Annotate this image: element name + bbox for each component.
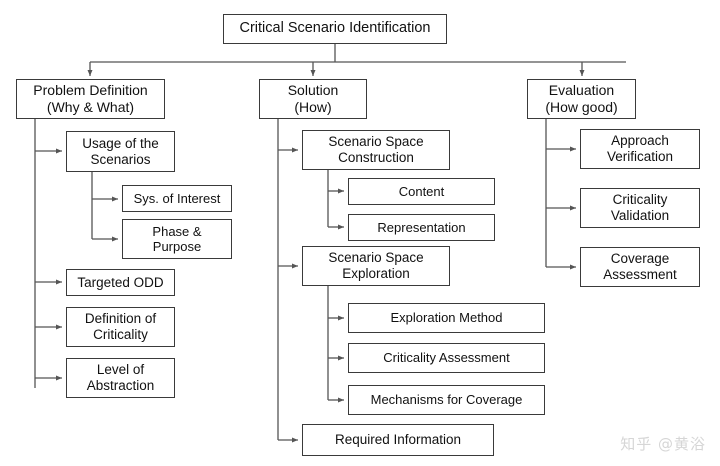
node-required-information[interactable]: Required Information — [302, 424, 494, 456]
node-label: Problem Definition (Why & What) — [33, 82, 148, 115]
node-label: Representation — [377, 219, 466, 235]
node-label: Content — [398, 183, 445, 199]
node-scenario-space-exploration[interactable]: Scenario Space Exploration — [302, 246, 450, 286]
node-criticality-validation[interactable]: Criticality Validation — [580, 188, 700, 228]
node-problem-definition[interactable]: Problem Definition (Why & What) — [16, 79, 165, 119]
node-label: Level of Abstraction — [86, 362, 155, 393]
node-label: Phase & Purpose — [152, 223, 202, 254]
node-representation[interactable]: Representation — [348, 214, 495, 241]
node-label: Targeted ODD — [77, 274, 164, 290]
node-solution[interactable]: Solution (How) — [259, 79, 367, 119]
node-approach-verification[interactable]: Approach Verification — [580, 129, 700, 169]
node-targeted-odd[interactable]: Targeted ODD — [66, 269, 175, 296]
node-mechanisms-for-coverage[interactable]: Mechanisms for Coverage — [348, 385, 545, 415]
watermark: 知乎 @黄浴 — [620, 435, 706, 453]
node-usage-of-the-scenarios[interactable]: Usage of the Scenarios — [66, 131, 175, 172]
node-scenario-space-construction[interactable]: Scenario Space Construction — [302, 130, 450, 170]
node-criticality-assessment[interactable]: Criticality Assessment — [348, 343, 545, 373]
node-content[interactable]: Content — [348, 178, 495, 205]
node-label: Definition of Criticality — [84, 311, 157, 342]
node-phase-and-purpose[interactable]: Phase & Purpose — [122, 219, 232, 259]
node-label: Exploration Method — [390, 310, 503, 326]
node-coverage-assessment[interactable]: Coverage Assessment — [580, 247, 700, 287]
node-label: Scenario Space Construction — [328, 134, 424, 165]
node-label: Sys. of Interest — [133, 190, 221, 206]
node-label: Mechanisms for Coverage — [370, 392, 523, 408]
node-critical-scenario-identification[interactable]: Critical Scenario Identification — [223, 14, 447, 44]
node-evaluation[interactable]: Evaluation (How good) — [527, 79, 636, 119]
node-label: Usage of the Scenarios — [82, 135, 159, 167]
node-label: Criticality Assessment — [383, 350, 510, 366]
node-label: Criticality Validation — [610, 192, 670, 223]
node-label: Required Information — [334, 432, 462, 448]
node-label: Coverage Assessment — [603, 251, 677, 282]
node-label: Solution (How) — [287, 82, 339, 115]
node-label: Scenario Space Exploration — [328, 250, 424, 281]
node-definition-of-criticality[interactable]: Definition of Criticality — [66, 307, 175, 347]
node-level-of-abstraction[interactable]: Level of Abstraction — [66, 358, 175, 398]
node-label: Critical Scenario Identification — [239, 20, 431, 37]
node-label: Evaluation (How good) — [545, 82, 618, 115]
node-label: Approach Verification — [606, 133, 674, 164]
node-exploration-method[interactable]: Exploration Method — [348, 303, 545, 333]
node-sys-of-interest[interactable]: Sys. of Interest — [122, 185, 232, 212]
